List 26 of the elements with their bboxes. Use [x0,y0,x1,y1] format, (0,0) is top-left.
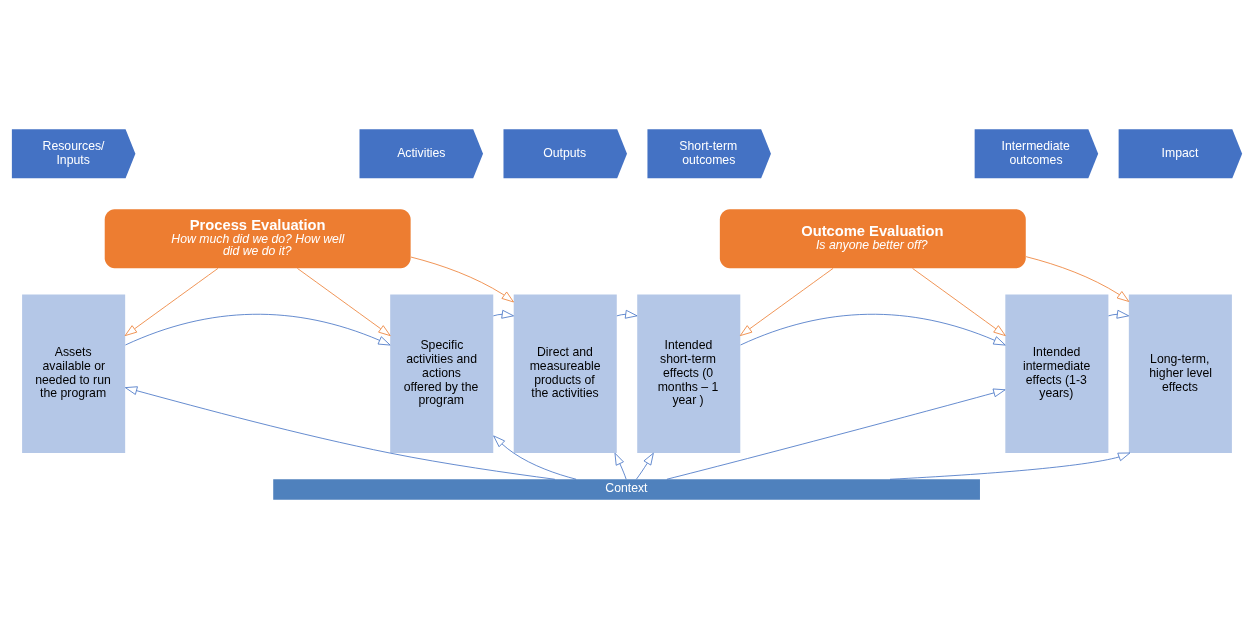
arrow [124,385,556,480]
arrow [410,256,514,302]
node-box: Intended short-term effects (0 months – 1 year ) [637,293,741,453]
node-box: Direct and measureable products of the activities [513,293,617,453]
node-box: Context [273,478,980,500]
arrow [739,267,834,336]
arrow [124,267,219,336]
arrow [740,313,1006,345]
arrow [616,309,638,319]
node-box: Outcome Evaluation Is anyone better off? [719,208,1026,268]
arrow [125,313,391,345]
arrow [1108,309,1130,319]
arrow [666,388,1006,480]
arrow [614,452,627,480]
node-box: Assets available or needed to run the program [22,293,126,453]
arrow [492,309,514,319]
arrow [912,267,1006,336]
node-box: Intended intermediate effects (1-3 years) [1005,293,1109,453]
arrow [635,452,654,480]
node-box: Long-term, higher level effects [1128,293,1232,453]
node-box: Process Evaluation How much did we do? How well did we do it? [104,208,411,268]
arrow [296,267,391,336]
node-box: Specific activities and actions offered by the program [390,293,494,453]
arrow [1025,255,1130,302]
arrow [493,434,577,480]
arrow [889,452,1131,480]
